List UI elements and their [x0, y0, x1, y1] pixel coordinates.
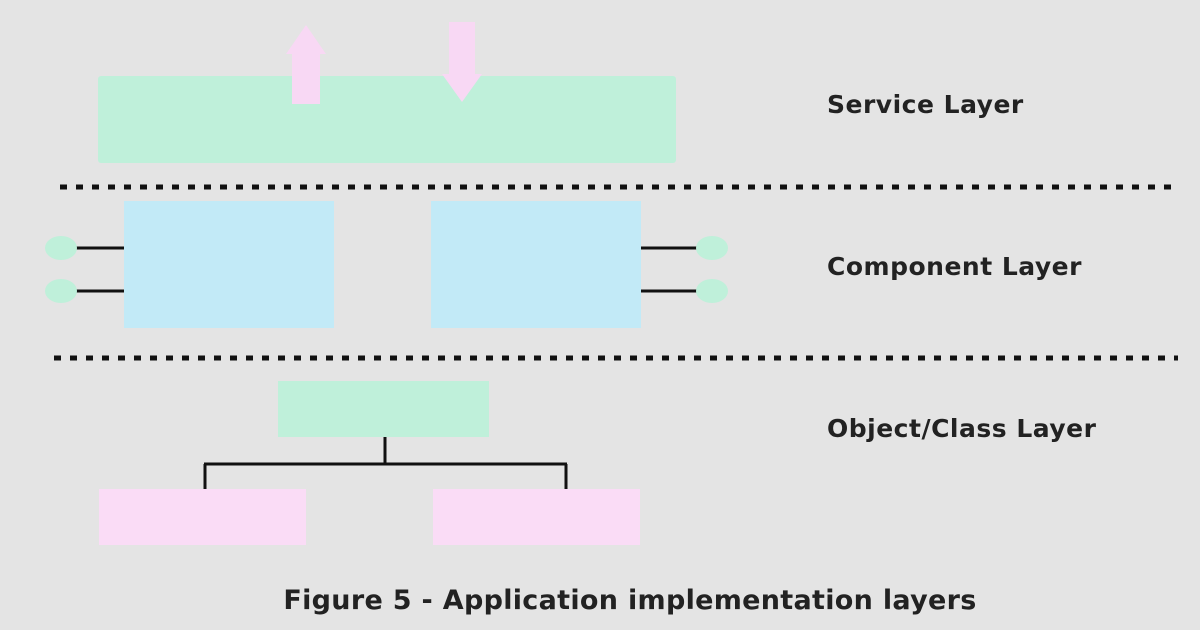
component-left-port-1	[45, 236, 77, 260]
down-arrow-icon	[442, 22, 482, 102]
component-right-port-2	[696, 279, 728, 303]
component-left-port-2	[45, 279, 77, 303]
service-block	[98, 76, 676, 163]
component-layer-label: Component Layer	[827, 252, 1082, 281]
component-right-port-1	[696, 236, 728, 260]
component-block-right	[431, 201, 641, 328]
service-layer-label: Service Layer	[827, 90, 1024, 119]
child-class-block-right	[433, 489, 640, 545]
up-arrow-icon	[286, 25, 326, 104]
parent-class-block	[278, 381, 489, 437]
component-block-left	[124, 201, 334, 328]
object-class-layer-label: Object/Class Layer	[827, 414, 1097, 443]
figure-caption: Figure 5 - Application implementation la…	[283, 585, 977, 616]
child-class-block-left	[99, 489, 306, 545]
